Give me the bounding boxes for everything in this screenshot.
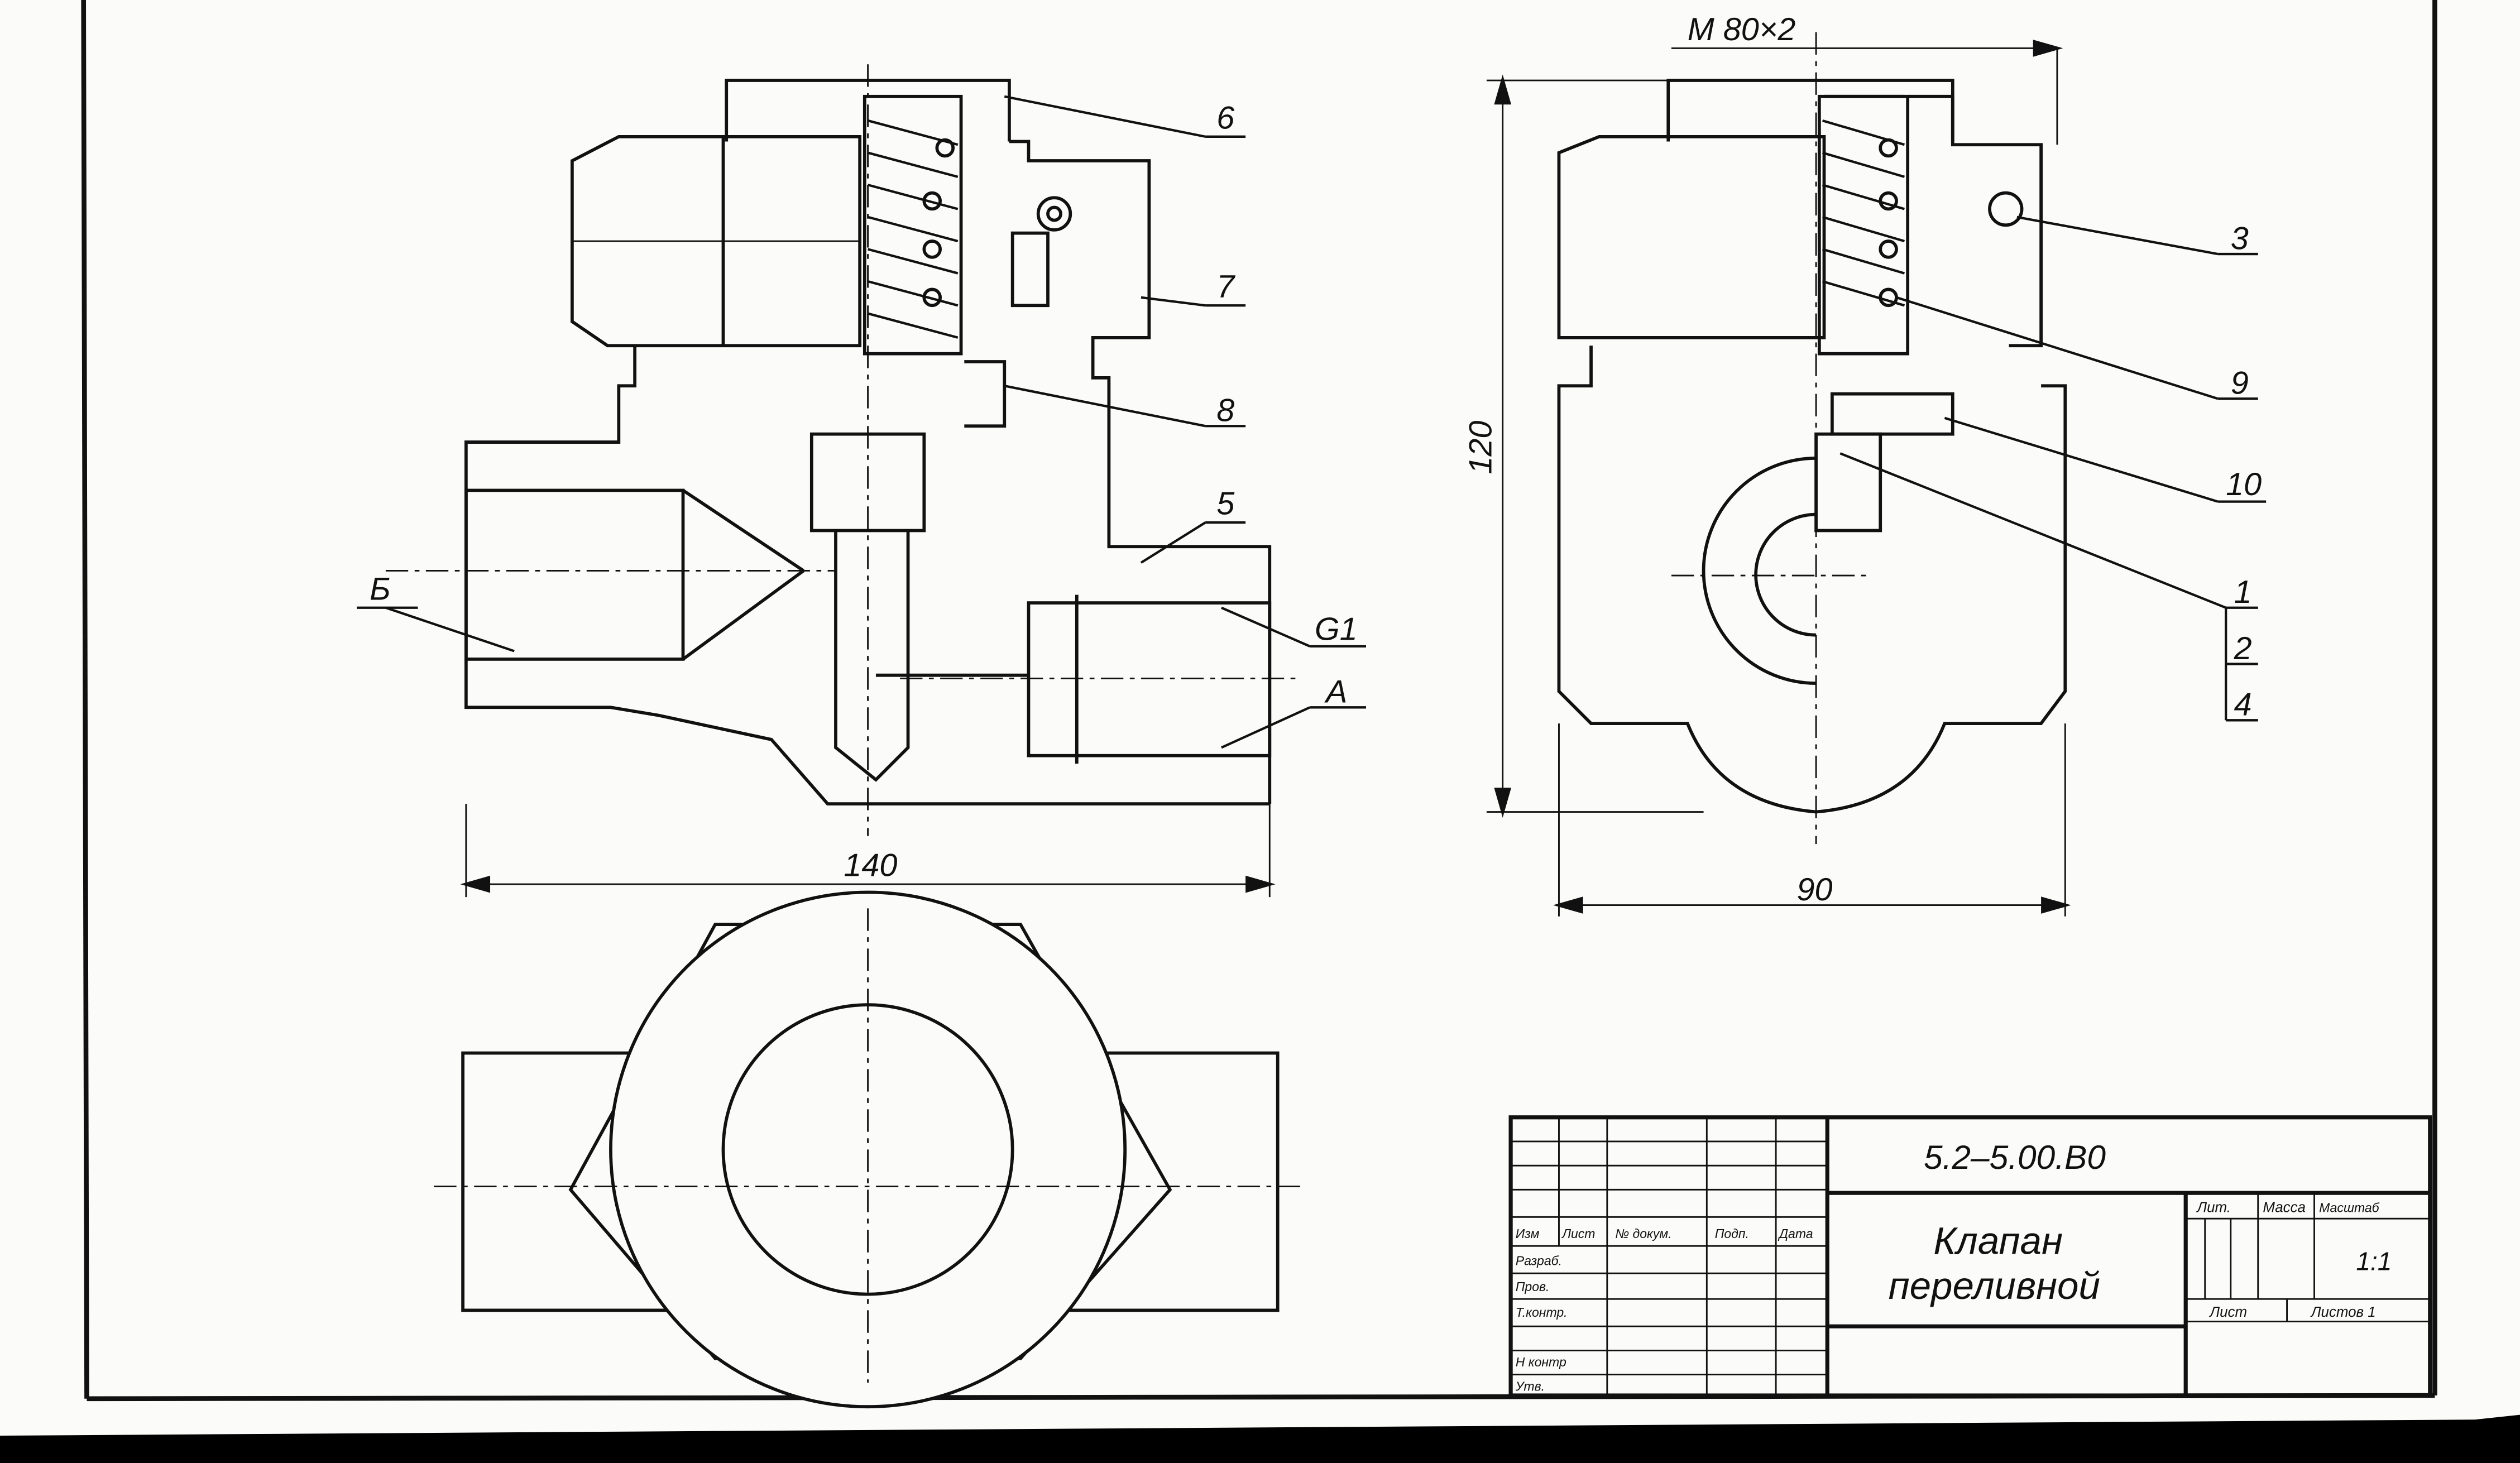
scale-label: Масштаб bbox=[2319, 1201, 2380, 1215]
dim-90: 90 bbox=[1797, 872, 1833, 908]
sheet-label: Лист bbox=[2208, 1304, 2247, 1320]
drawing-name-line1: Клапан bbox=[1933, 1219, 2063, 1263]
row-nkontr: Н контр bbox=[1516, 1355, 1566, 1369]
label-1: 1 bbox=[2234, 574, 2252, 610]
row-razrab: Разраб. bbox=[1516, 1254, 1562, 1268]
labels: 6 7 8 5 Б G1 A 140 M 80×2 120 90 3 9 10 … bbox=[370, 12, 2262, 908]
col-izm: Изм bbox=[1516, 1226, 1540, 1241]
title-block: 5.2–5.00.B0 Клапан переливной Изм Лист №… bbox=[1508, 1115, 2432, 1398]
col-doc: № докум. bbox=[1615, 1226, 1671, 1241]
label-g1: G1 bbox=[1315, 611, 1358, 647]
drawing-designation: 5.2–5.00.B0 bbox=[1924, 1138, 2106, 1176]
top-view bbox=[434, 890, 1302, 1409]
sheets-label: Листов 1 bbox=[2310, 1304, 2376, 1320]
label-5: 5 bbox=[1216, 486, 1235, 522]
row-tkontr: Т.контр. bbox=[1516, 1305, 1568, 1320]
col-date: Дата bbox=[1778, 1226, 1813, 1241]
lit-label: Лит. bbox=[2196, 1200, 2231, 1216]
label-7: 7 bbox=[1216, 269, 1235, 305]
dim-140: 140 bbox=[844, 848, 897, 884]
dim-120: 120 bbox=[1463, 421, 1499, 474]
label-3: 3 bbox=[2231, 220, 2249, 256]
row-utv: Утв. bbox=[1515, 1379, 1545, 1393]
leader-lines bbox=[357, 95, 2267, 749]
col-list: Лист bbox=[1561, 1226, 1595, 1241]
side-view bbox=[1486, 32, 2071, 917]
label-9: 9 bbox=[2231, 366, 2249, 401]
label-2: 2 bbox=[2234, 631, 2252, 666]
row-prov: Пров. bbox=[1516, 1279, 1550, 1294]
label-a: A bbox=[1324, 674, 1347, 710]
label-4: 4 bbox=[2234, 687, 2252, 723]
mass-label: Масса bbox=[2263, 1200, 2306, 1216]
dim-thread: M 80×2 bbox=[1688, 12, 1796, 47]
label-6: 6 bbox=[1216, 100, 1235, 136]
col-sign: Подп. bbox=[1715, 1226, 1749, 1241]
label-port-b: Б bbox=[370, 571, 390, 607]
label-10: 10 bbox=[2226, 467, 2262, 502]
drawing-name-line2: переливной bbox=[1889, 1264, 2100, 1307]
label-8: 8 bbox=[1216, 393, 1234, 429]
front-view bbox=[385, 64, 1302, 898]
scale-value: 1:1 bbox=[2356, 1246, 2392, 1275]
